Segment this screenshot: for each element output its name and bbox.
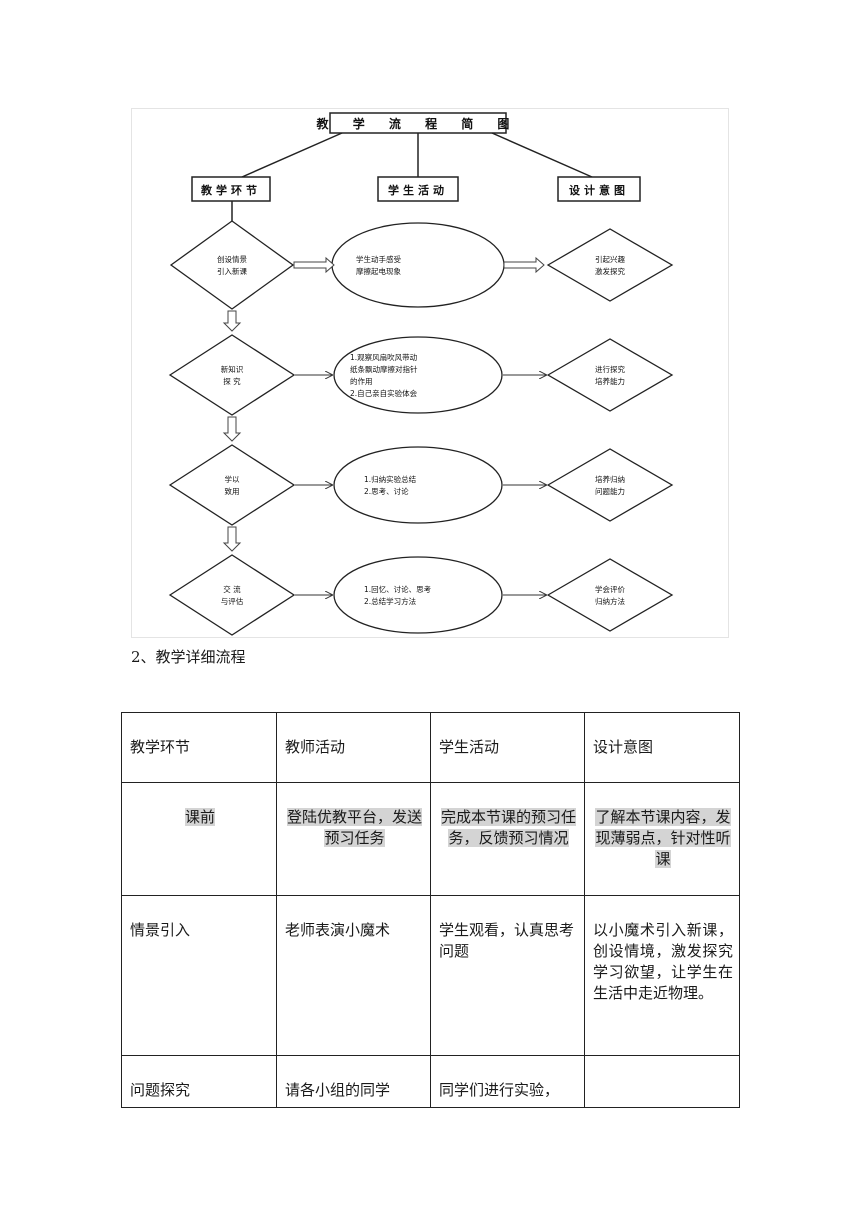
highlighted-text: 了解本节课内容，发现薄弱点，针对性听课 <box>595 808 731 868</box>
stage-label: 致用 <box>225 486 240 496</box>
intent-label: 问题能力 <box>595 486 625 496</box>
table-cell: 情景引入 <box>121 895 277 1056</box>
stage-down-arrow <box>222 416 242 442</box>
activity-label: 2.思考、讨论 <box>364 486 409 496</box>
stage-diamond <box>168 554 296 636</box>
table-header-cell: 学生活动 <box>430 712 585 783</box>
stage-label: 探 究 <box>223 376 241 386</box>
table-cell: 问题探究 <box>121 1055 277 1108</box>
table-cell: 了解本节课内容，发现薄弱点，针对性听课 <box>584 782 740 896</box>
header-box-stage <box>191 176 271 202</box>
table-header-cell: 教师活动 <box>276 712 431 783</box>
section-heading: 2、教学详细流程 <box>131 648 246 666</box>
activity-label: 1.观察风扇吹风带动 <box>350 352 418 362</box>
header-stage-label: 教学环节 <box>200 183 261 197</box>
stage-label: 新知识 <box>221 364 244 374</box>
stage-label: 与评估 <box>221 596 244 606</box>
table-row: 课前 登陆优教平台，发送预习任务 完成本节课的预习任务，反馈预习情况 了解本节课… <box>121 782 740 896</box>
table-cell <box>584 1055 740 1108</box>
activity-ellipse <box>333 336 503 414</box>
table-cell: 同学们进行实验， <box>430 1055 585 1108</box>
intent-label: 培养能力 <box>595 376 625 386</box>
intent-label: 学会评价 <box>595 584 625 594</box>
highlighted-text: 完成本节课的预习任务，反馈预习情况 <box>440 808 576 847</box>
table-cell: 以小魔术引入新课，创设情境，激发探究学习欲望，让学生在生活中走近物理。 <box>584 895 740 1056</box>
stage-label: 交 流 <box>223 584 241 594</box>
connector-line <box>241 132 343 178</box>
intent-label: 激发探究 <box>595 266 625 276</box>
header-box-activity <box>377 176 459 202</box>
stage-diamond <box>168 334 296 416</box>
stage-diamond <box>169 220 295 310</box>
stage-label: 创设情景 <box>217 254 247 264</box>
intent-label: 引起兴趣 <box>595 254 625 264</box>
stage-down-arrow <box>222 526 242 552</box>
table-cell: 请各小组的同学 <box>276 1055 431 1108</box>
table-cell: 登陆优教平台，发送预习任务 <box>276 782 431 896</box>
activity-ellipse <box>331 222 505 308</box>
table-cell: 学生观看，认真思考问题 <box>430 895 585 1056</box>
header-activity-label: 学生活动 <box>388 183 448 197</box>
activity-label: 纸条飘动摩擦对指针 <box>350 364 418 374</box>
table-header-row: 教学环节 教师活动 学生活动 设计意图 <box>121 712 740 783</box>
table-row: 问题探究 请各小组的同学 同学们进行实验， <box>121 1055 740 1108</box>
stage-label: 学以 <box>225 474 240 484</box>
stage-diamond <box>168 444 296 526</box>
stage-down-arrow <box>222 310 242 332</box>
connector-line <box>491 132 593 178</box>
intent-diamond <box>546 558 674 632</box>
table-header-cell: 教学环节 <box>121 712 277 783</box>
stage-label: 引入新课 <box>217 266 247 276</box>
intent-label: 培养归纳 <box>595 474 625 484</box>
table-header-cell: 设计意图 <box>584 712 740 783</box>
activity-label: 学生动手感受 <box>356 254 401 264</box>
stage-to-activity-arrow <box>293 256 335 274</box>
intent-diamond <box>546 338 674 412</box>
flowchart-title: 教 学 流 程 简 图 <box>316 116 520 131</box>
detail-table: 教学环节 教师活动 学生活动 设计意图 课前 登陆优教平台，发送预习任务 完成本… <box>121 712 740 1108</box>
activity-label: 2.总结学习方法 <box>364 596 417 606</box>
activity-label: 的作用 <box>350 376 373 386</box>
activity-ellipse <box>333 556 503 634</box>
table-cell: 老师表演小魔术 <box>276 895 431 1056</box>
teaching-flowchart: 创设情景引入新课 学生动手感受摩擦起电现象 引起兴趣激发探究新知识探 究 1.观察风扇… <box>131 108 729 638</box>
activity-label: 1.回忆、讨论、思考 <box>364 584 432 594</box>
activity-label: 摩擦起电现象 <box>356 266 401 276</box>
highlighted-text: 登陆优教平台，发送预习任务 <box>286 808 422 847</box>
header-box-intent <box>557 176 641 202</box>
table-cell: 完成本节课的预习任务，反馈预习情况 <box>430 782 585 896</box>
header-intent-label: 设计意图 <box>569 183 629 197</box>
highlighted-text: 课前 <box>184 808 215 826</box>
intent-diamond <box>546 228 674 302</box>
activity-ellipse <box>333 446 503 524</box>
table-cell: 课前 <box>121 782 277 896</box>
activity-label: 2.自己亲自实验体会 <box>350 388 418 398</box>
intent-label: 进行探究 <box>595 364 625 374</box>
table-row: 情景引入 老师表演小魔术 学生观看，认真思考问题 以小魔术引入新课，创设情境，激… <box>121 895 740 1056</box>
intent-label: 归纳方法 <box>595 596 625 606</box>
activity-to-intent-arrow <box>503 256 545 274</box>
intent-diamond <box>546 448 674 522</box>
activity-label: 1.归纳实验总结 <box>364 474 417 484</box>
